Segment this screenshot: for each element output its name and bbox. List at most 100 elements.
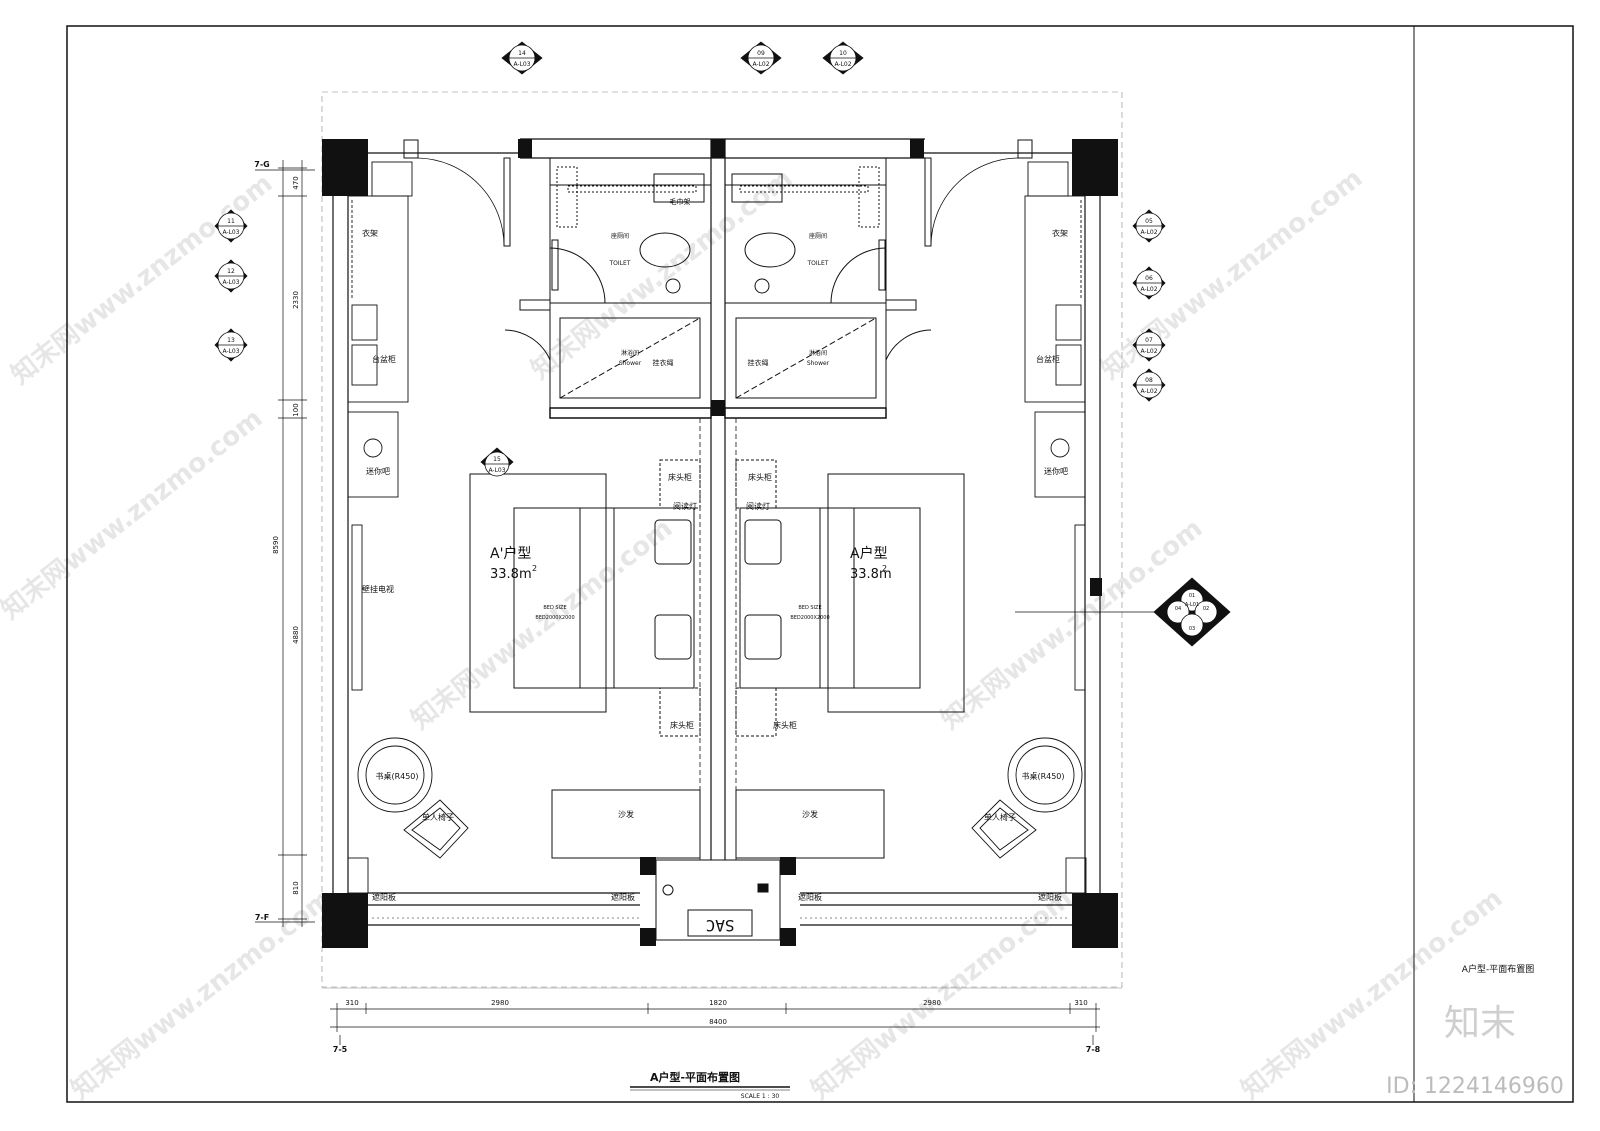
callout-sheet: A-L03: [222, 229, 239, 236]
callout-texts: 14 A-L03 09 A-L02 10 A-L02 11 A-L03 12 A…: [222, 50, 1209, 632]
callout-sheet: A-L03: [222, 348, 239, 355]
dim-h-total: 8400: [709, 1018, 727, 1026]
nightstand-label-bl: 床头柜: [670, 720, 694, 730]
watermark-text: 知末网www.znzmo.com: [406, 513, 678, 735]
shower-label-right: 淋浴间: [809, 349, 827, 357]
watermark-text: 知末网www.znzmo.com: [526, 163, 798, 385]
dim-v-810: 810: [292, 881, 300, 894]
unit-type-right: A户型: [850, 545, 888, 562]
wardrobe-label-right: 衣架: [1052, 228, 1068, 238]
shower-label-left: 淋浴间: [621, 349, 639, 357]
minibar-label-left: 迷你吧: [366, 466, 390, 476]
vertical-dimensions: [278, 160, 307, 927]
callout-num: 04: [1175, 606, 1181, 612]
dim-v-100: 100: [292, 403, 300, 416]
sunshade-label-1: 遮阳板: [372, 892, 396, 902]
tv-label: 壁挂电视: [362, 584, 394, 594]
reading-lamp-right: 阅读灯: [746, 501, 770, 511]
left-cabinetry: [347, 161, 433, 894]
dim-h-310-left: 310: [345, 999, 358, 1007]
grid-row-top: 7-G: [254, 160, 269, 169]
sunshade-label-2: 遮阳板: [611, 892, 635, 902]
sunshade-label-3: 遮阳板: [798, 892, 822, 902]
callout-num: 06: [1145, 275, 1153, 282]
watermark-text: 知末网www.znzmo.com: [66, 883, 338, 1105]
reading-lamp-left: 阅读灯: [673, 501, 697, 511]
toilet-label-left: 座厕间: [611, 232, 629, 240]
ac-unit: [655, 859, 781, 941]
callout-num: 03: [1189, 626, 1195, 632]
hanger-rope-left: 挂衣绳: [653, 358, 674, 367]
nightstand-label-tr: 床头柜: [748, 472, 772, 482]
drawing-scale: SCALE 1 : 30: [741, 1093, 780, 1100]
sunshade-label-4: 遮阳板: [1038, 892, 1062, 902]
dim-h-310-right: 310: [1074, 999, 1087, 1007]
dim-h-2980-right: 2980: [923, 999, 941, 1007]
chair-label-left: 单人椅子: [422, 812, 454, 822]
shower-en-right: Shower: [807, 360, 830, 367]
structural-columns: [322, 139, 1118, 948]
watermark-text: 知末网www.znzmo.com: [1236, 883, 1508, 1105]
dim-v-4880: 4880: [292, 626, 300, 644]
dim-h-1820: 1820: [709, 999, 727, 1007]
horizontal-dimensions: [330, 1003, 1100, 1032]
dim-v-8590: 8590: [272, 536, 280, 554]
callout-num: 07: [1145, 337, 1153, 344]
toilet-label-right: 座厕间: [809, 232, 827, 240]
callout-num: 14: [518, 50, 526, 57]
exterior-walls: [332, 138, 1101, 926]
desk-label-left: 书桌(R450): [375, 771, 418, 781]
sofas: [551, 789, 885, 859]
chair-label-right: 单人椅子: [984, 812, 1016, 822]
grid-axes: [255, 169, 1094, 1045]
dim-v-470: 470: [292, 176, 300, 189]
unit-area-left: 33.8m: [490, 567, 532, 582]
watermark-text: 知末网www.znzmo.com: [1096, 163, 1368, 385]
ac-label: SAC: [706, 916, 735, 935]
grid-row-bottom: 7-F: [255, 913, 269, 922]
callout-sheet: A-L03: [488, 467, 505, 474]
callout-sheet: A-L03: [222, 279, 239, 286]
outline-dashed: [321, 91, 1123, 988]
callout-sheet: A-L03: [513, 61, 530, 68]
sheet-border: [66, 25, 1574, 1103]
unit-area-sup-left: 2: [532, 564, 537, 573]
toilet-en-right: TOILET: [807, 260, 829, 267]
armchairs: [403, 799, 1037, 859]
watermark-brand: 知末: [1444, 1003, 1516, 1044]
watermark-text: 知末网www.znzmo.com: [0, 403, 268, 625]
bed-size-right-1: BED SIZE: [798, 605, 821, 611]
sofa-label-right: 沙发: [802, 809, 818, 819]
unit-type-left: A'户型: [490, 545, 531, 562]
dim-h-2980-left: 2980: [491, 999, 509, 1007]
grid-col-left: 7-5: [333, 1045, 348, 1054]
callout-num: 10: [839, 50, 847, 57]
bed-size-left-1: BED SIZE: [543, 605, 566, 611]
callout-num: 08: [1145, 377, 1153, 384]
callout-num: 09: [757, 50, 765, 57]
minibar-label-right: 迷你吧: [1044, 466, 1068, 476]
unit-area-right: 33.8m: [850, 567, 892, 582]
basin-label-left: 台盆柜: [372, 354, 396, 364]
bathroom-pods: [504, 157, 932, 419]
callout-num: 11: [227, 218, 235, 225]
callout-sheet: A-L01: [1185, 602, 1199, 608]
callout-num: 02: [1203, 606, 1209, 612]
callout-sheet: A-L02: [1140, 348, 1157, 355]
shower-en-left: Shower: [619, 360, 642, 367]
unit-area-sup-right: 2: [882, 564, 887, 573]
callout-sheet: A-L02: [1140, 286, 1157, 293]
side-title: A户型-平面布置图: [1462, 963, 1534, 975]
desk-label-right: 书桌(R450): [1021, 771, 1064, 781]
toilet-en-left: TOILET: [609, 260, 631, 267]
beds: [469, 459, 965, 737]
sofa-label-left: 沙发: [618, 809, 634, 819]
bed-size-right-2: BED2000X2000: [790, 615, 829, 621]
entry-doors: [403, 139, 1033, 247]
dim-v-2330: 2330: [292, 291, 300, 309]
basin-label-right: 台盆柜: [1036, 354, 1060, 364]
grid-col-right: 7-8: [1086, 1045, 1101, 1054]
callout-num: 05: [1145, 218, 1153, 225]
callout-sheet: A-L02: [834, 61, 851, 68]
callout-num: 01: [1189, 593, 1195, 599]
